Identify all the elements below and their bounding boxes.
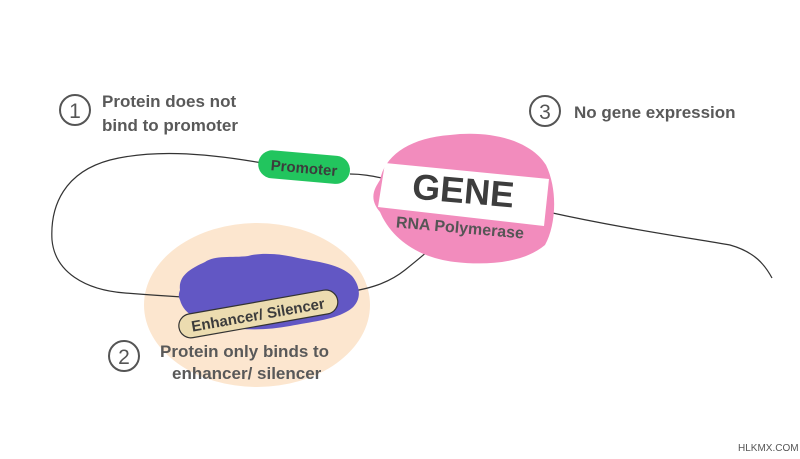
step-1-circle [59,94,91,126]
step-2-text-line-1: Protein only binds to [160,342,329,361]
promoter-label: Promoter [270,157,338,180]
gene-band [378,163,549,226]
promoter-element: Promoter [258,150,350,184]
dna-strand [51,152,773,298]
enhancer-pill [178,289,339,339]
step-1: 1 Protein does not bind to promoter [59,92,238,135]
step-2: 2 Protein only binds to enhancer/ silenc… [108,340,329,383]
step-3-text: No gene expression [574,103,736,122]
step-3: 3 No gene expression [529,95,736,127]
step-2-text-line-2: enhancer/ silencer [172,364,322,383]
step-2-circle [108,340,140,372]
step-3-number: 3 [539,101,551,124]
step-1-number: 1 [69,100,81,123]
step-2-number: 2 [118,346,130,369]
step-3-circle [529,95,561,127]
step-1-text-line-2: bind to promoter [102,116,238,135]
gene-label: GENE [411,166,516,216]
step-1-text-line-1: Protein does not [102,92,236,111]
promoter-pill [258,150,350,184]
watermark: HLKMX.COM [738,443,799,454]
